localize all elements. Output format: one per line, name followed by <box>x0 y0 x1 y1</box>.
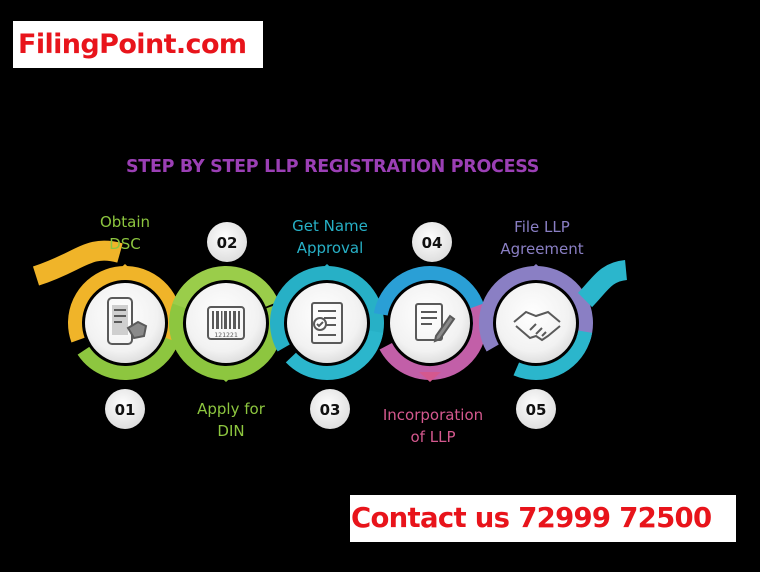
barcode-digits: 121221 <box>214 331 238 339</box>
step-3-label-line1: Get Name <box>292 217 368 235</box>
pointer-step-5 <box>525 264 547 274</box>
wave-segment-1 <box>32 240 123 286</box>
step-5-label-line1: File LLP <box>514 218 570 236</box>
step-1-label-line2: DSC <box>109 235 141 253</box>
disc-step-5 <box>496 283 576 363</box>
contact-text: Contact us 72999 72500 <box>351 502 712 534</box>
disc-step-3 <box>287 283 367 363</box>
badge-number-1: 01 <box>115 401 136 419</box>
step-2-label: Apply for DIN <box>166 398 296 442</box>
pointer-step-4 <box>419 372 441 382</box>
step-5-label: File LLP Agreement <box>477 216 607 260</box>
approval-document-icon <box>311 302 343 344</box>
ring-step-5b <box>479 266 593 380</box>
brand-logo-text: FilingPoint.com <box>18 29 247 60</box>
pointer-step-1 <box>114 264 136 274</box>
smartphone-document-icon <box>107 297 148 345</box>
badge-number-2: 02 <box>217 234 238 252</box>
badge-step-2 <box>207 222 247 262</box>
ring-step-5 <box>478 266 593 380</box>
wave-segment-end <box>577 260 628 308</box>
badge-step-4 <box>412 222 452 262</box>
contact-box: Contact us 72999 72500 <box>350 495 736 542</box>
step-1-label-line1: Obtain <box>99 213 151 231</box>
badge-number-5: 05 <box>526 401 547 419</box>
pointer-step-2 <box>215 372 237 382</box>
step-5-label-line2: Agreement <box>500 240 584 258</box>
ring-step-4b <box>373 266 487 380</box>
handshake-icon <box>513 310 561 342</box>
step-2-label-line2: DIN <box>217 422 245 440</box>
brand-box: FilingPoint.com <box>13 21 263 68</box>
form-signing-icon <box>415 303 456 343</box>
step-3-label-line2: Approval <box>296 239 364 257</box>
step-2-label-line1: Apply for <box>197 400 265 418</box>
step-3-label: Get Name Approval <box>265 215 395 259</box>
ring-step-2b <box>169 266 283 380</box>
badge-number-3: 03 <box>320 401 341 419</box>
step-4-label-line2: of LLP <box>410 428 456 446</box>
badge-number-4: 04 <box>422 234 443 252</box>
step-4-label: Incorporation of LLP <box>368 404 498 448</box>
badge-step-1 <box>105 389 145 429</box>
barcode-icon: 121221 <box>207 306 245 340</box>
step-1-label: Obtain DSC <box>60 211 190 255</box>
ring-step-3b <box>270 266 384 380</box>
badge-step-5 <box>516 389 556 429</box>
badge-step-3 <box>310 389 350 429</box>
ring-step-3 <box>270 266 384 380</box>
diagram-title: STEP BY STEP LLP REGISTRATION PROCESS <box>126 157 540 177</box>
pointer-step-3 <box>316 264 338 274</box>
wave-rings <box>68 266 593 381</box>
step-4-label-line1: Incorporation <box>382 406 484 424</box>
